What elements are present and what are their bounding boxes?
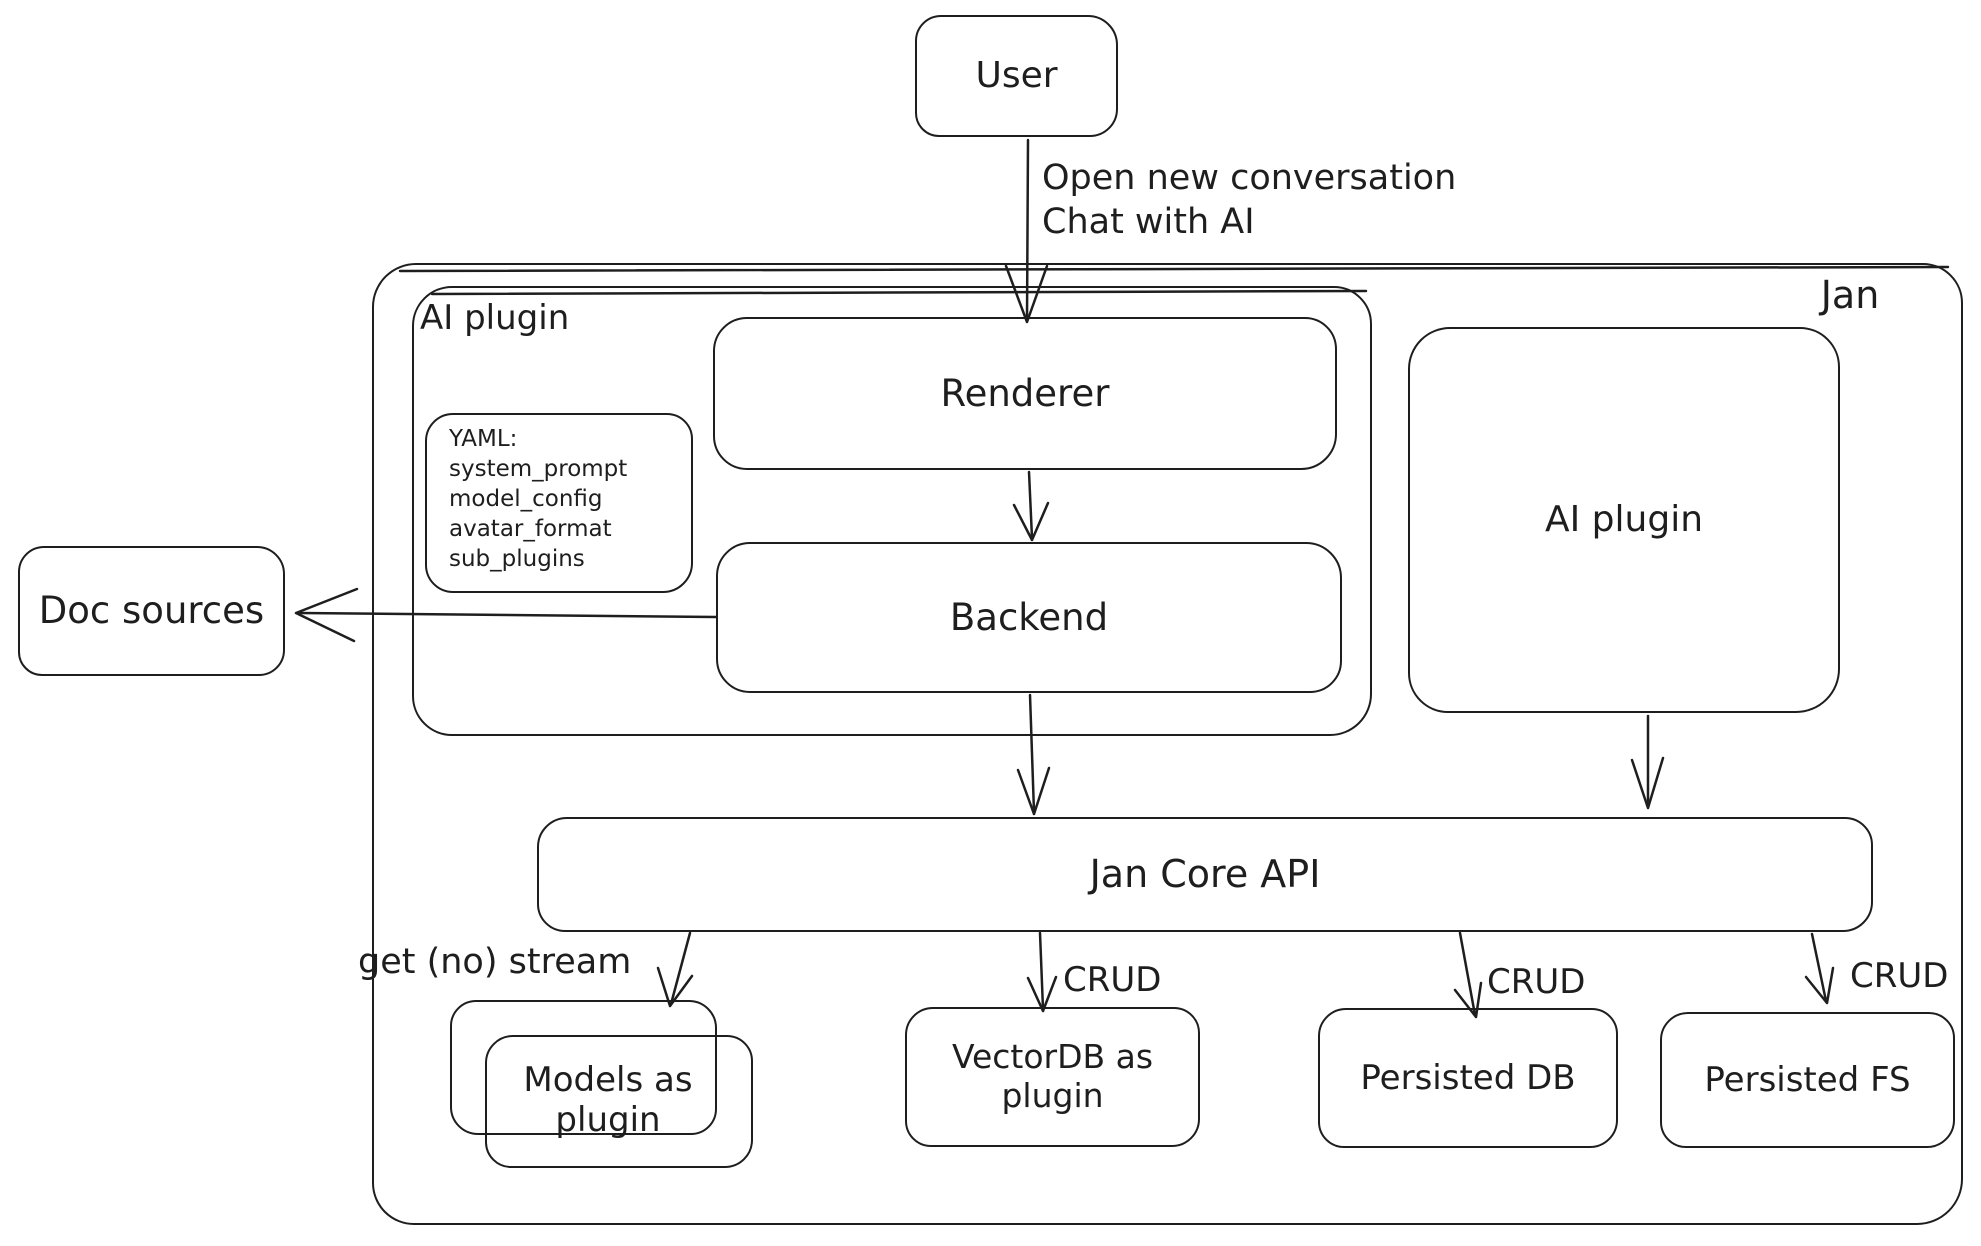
yaml-note-line: system_prompt xyxy=(449,456,628,482)
yaml-note xyxy=(425,413,693,593)
persisted-fs-node-label: Persisted FS xyxy=(1704,1059,1911,1100)
ai-plugin-group xyxy=(412,286,1372,736)
persisted-db-node xyxy=(1318,1008,1618,1148)
persisted-db-node-label: Persisted DB xyxy=(1360,1057,1576,1098)
vectordb-plugin-node-label: VectorDB as plugin xyxy=(951,1037,1154,1115)
edge-label-chat-with-ai: Chat with AI xyxy=(1042,202,1255,242)
yaml-note-line: sub_plugins xyxy=(449,546,585,572)
jan-core-api-node-label: Jan Core API xyxy=(1089,852,1321,897)
jan-container-label: Jan xyxy=(1820,272,1880,317)
edge-label-open-new-conversation: Open new conversation xyxy=(1042,158,1457,198)
ai-plugin-group-label: AI plugin xyxy=(420,298,570,338)
edge-label-crud-persisted-fs: CRUD xyxy=(1850,956,1949,996)
yaml-note-title: YAML: xyxy=(449,426,518,452)
user-node-label: User xyxy=(975,54,1058,96)
backend-node-label: Backend xyxy=(949,595,1109,639)
jan-core-api-node xyxy=(537,817,1873,932)
renderer-node-label: Renderer xyxy=(940,371,1110,415)
ai-plugin-node xyxy=(1408,327,1840,713)
doc-sources-node-label: Doc sources xyxy=(38,589,265,633)
models-plugin-node-label: Models as plugin xyxy=(523,1059,693,1140)
persisted-fs-node xyxy=(1660,1012,1955,1148)
yaml-note-line: model_config xyxy=(449,486,603,512)
edge-label-get-no-stream: get (no) stream xyxy=(358,942,632,982)
jan-container xyxy=(372,263,1963,1225)
user-node xyxy=(915,15,1118,137)
edge-label-crud-persisted-db: CRUD xyxy=(1487,962,1586,1002)
doc-sources-node xyxy=(18,546,285,676)
models-plugin-node xyxy=(485,1035,753,1168)
ai-plugin-node-label: AI plugin xyxy=(1544,498,1704,540)
backend-node xyxy=(716,542,1342,693)
yaml-note-text: YAML: system_prompt model_config avatar_… xyxy=(449,424,679,574)
yaml-note-line: avatar_format xyxy=(449,516,612,542)
edge-label-crud-vectordb: CRUD xyxy=(1063,960,1162,1000)
models-plugin-back-shape xyxy=(450,1000,717,1135)
renderer-node xyxy=(713,317,1337,470)
